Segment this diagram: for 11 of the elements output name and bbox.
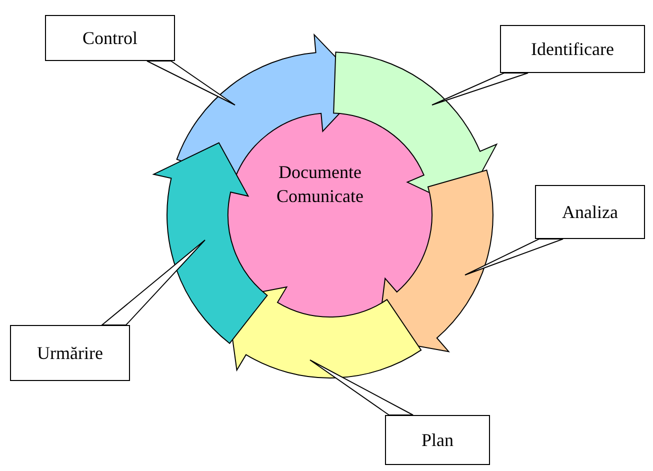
callout-box: Urmărire [10, 325, 130, 381]
callout-box: Analiza [535, 185, 645, 239]
callout-box: Control [45, 15, 175, 61]
curved-arrow-shape [153, 142, 268, 344]
callout-pointer [464, 238, 564, 276]
center-label: Documente Comunicate [276, 161, 364, 208]
callout-pointer [146, 60, 236, 106]
callout-pointer [432, 72, 528, 106]
callout-pointer [310, 360, 414, 416]
callout-box: Plan [385, 415, 490, 465]
callout-pointer [100, 240, 206, 326]
